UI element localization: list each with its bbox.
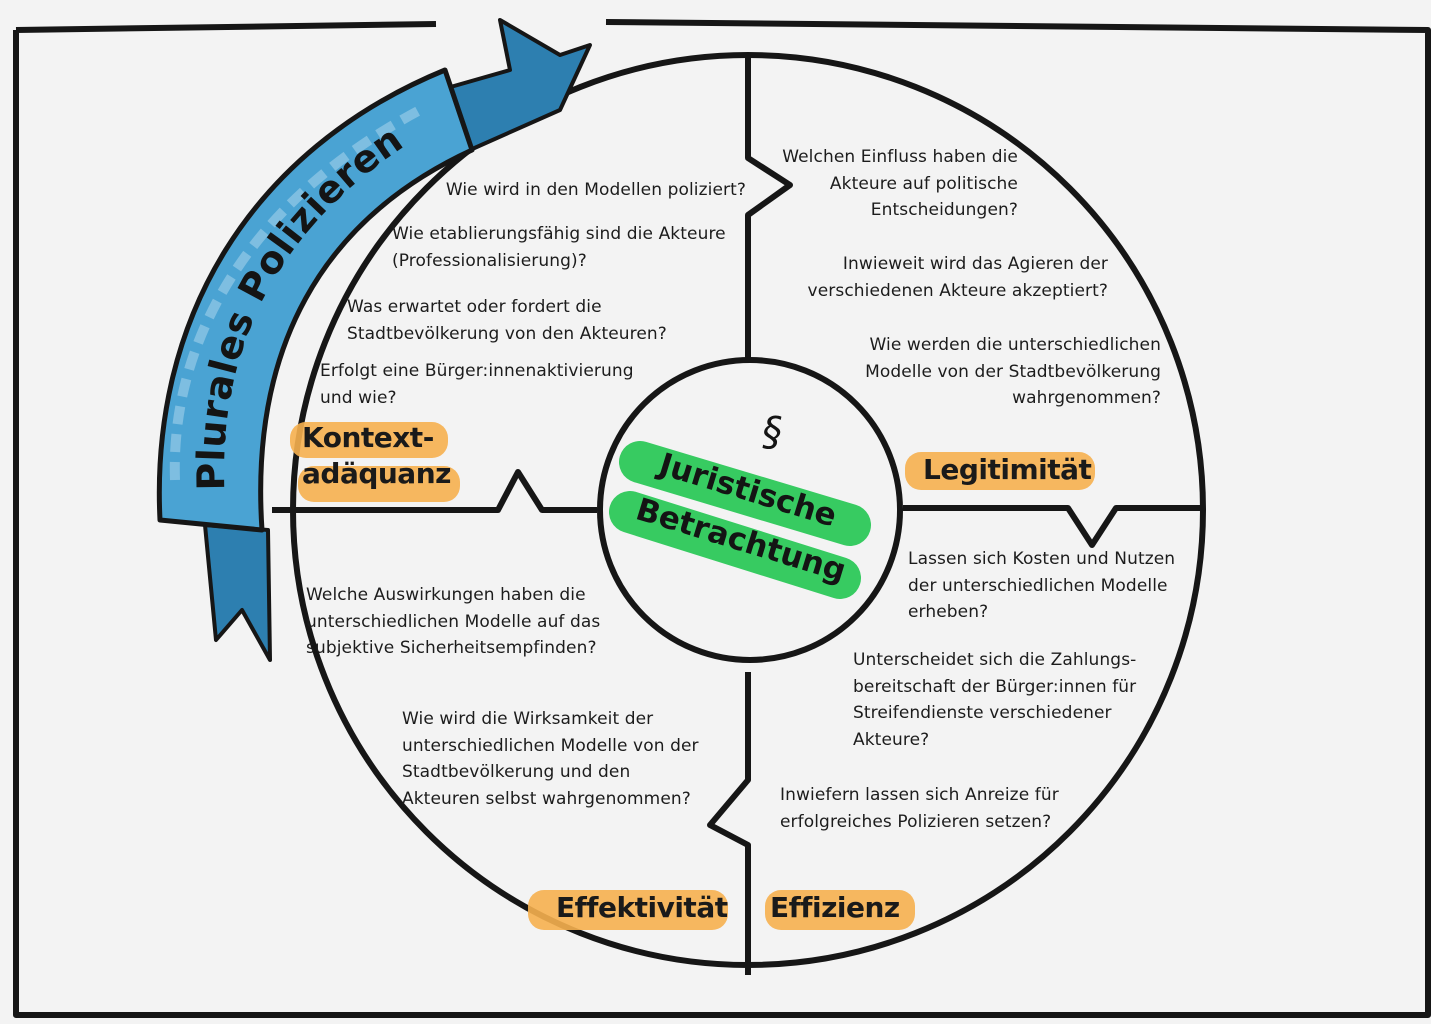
- question-effektivitaet-2: Wie wird die Wirksamkeit der unterschied…: [402, 709, 699, 809]
- effektivitaet-highlight: [528, 890, 728, 930]
- category-legitimitaet: Legitimität: [923, 453, 1092, 486]
- ribbon-band: [156, 67, 475, 533]
- question-legitimitaet-2: Inwieweit wird das Agieren der verschied…: [807, 254, 1108, 301]
- ribbon-tail-top: [438, 18, 592, 152]
- divider-right: [903, 505, 1203, 548]
- question-legitimitaet-1: Welchen Einfluss haben die Akteure auf p…: [782, 147, 1018, 220]
- center-highlight-1: [619, 441, 871, 546]
- kontext-highlight-2: [298, 466, 460, 502]
- question-effizienz-1: Lassen sich Kosten und Nutzen der unters…: [908, 549, 1176, 622]
- category-effizienz: Effizienz: [770, 891, 900, 924]
- center-highlight-2: [609, 491, 861, 599]
- question-effizienz-2: Unterscheidet sich die Zahlungs- bereits…: [853, 650, 1137, 750]
- ribbon-tail-bottom: [203, 523, 272, 662]
- effizienz-highlight: [765, 890, 915, 930]
- kontext-highlight: [290, 422, 448, 458]
- frame-left-segment: [13, 19, 1431, 1018]
- question-kontext-4: Erfolgt eine Bürger:innenaktivierung und…: [320, 361, 634, 408]
- legitimitaet-highlight: [905, 452, 1095, 490]
- question-kontext-2: Wie etablierungsfähig sind die Akteure (…: [392, 224, 726, 271]
- question-legitimitaet-3: Wie werden die unterschiedlichen Modelle…: [865, 335, 1161, 408]
- divider-bottom: [707, 672, 751, 975]
- paragraph-symbol: §: [762, 409, 782, 455]
- question-kontext-1: Wie wird in den Modellen poliziert?: [445, 180, 746, 200]
- question-effektivitaet-1: Welche Auswirkungen haben die unterschie…: [306, 585, 601, 658]
- ribbon-texture: [169, 105, 423, 481]
- category-effektivitaet: Effektivität: [556, 891, 728, 924]
- category-kontextadaequanz: Kontext- adäquanz: [302, 421, 451, 490]
- question-kontext-3: Was erwartet oder fordert die Stadtbevöl…: [347, 297, 667, 344]
- question-effizienz-3: Inwiefern lassen sich Anreize für erfolg…: [780, 785, 1059, 832]
- divider-left: [272, 469, 597, 513]
- divider-top: [745, 57, 793, 368]
